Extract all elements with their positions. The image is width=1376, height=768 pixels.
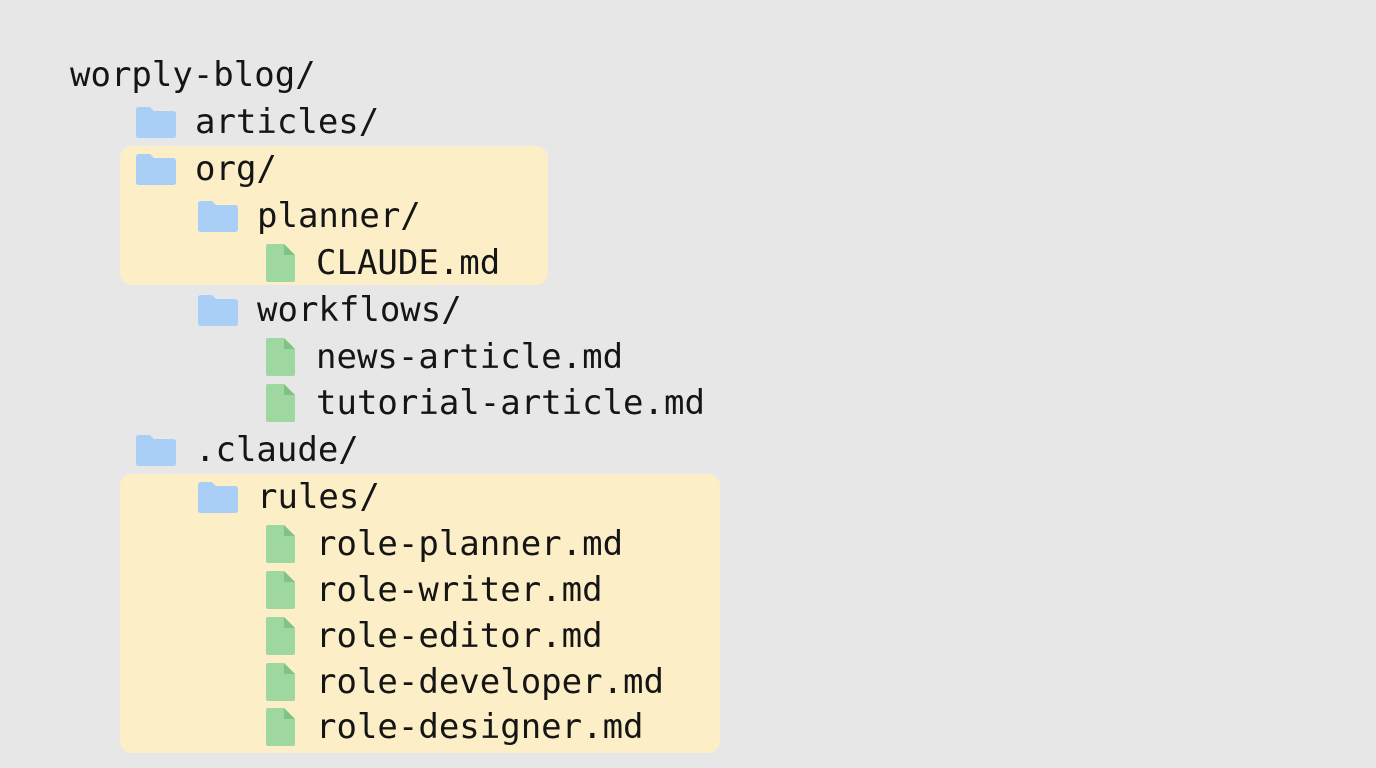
dot-claude-folder-label: .claude/ xyxy=(195,430,359,470)
file-icon xyxy=(264,570,296,610)
file-icon xyxy=(264,383,296,423)
highlight-org-planner xyxy=(120,146,548,285)
file-icon xyxy=(264,616,296,656)
highlight-claude-rules xyxy=(120,474,720,753)
tree-item-articles: articles/ xyxy=(134,99,379,145)
role-writer-label: role-writer.md xyxy=(316,570,603,610)
planner-folder-label: planner/ xyxy=(257,196,421,236)
tree-item-role-editor: role-editor.md xyxy=(264,613,603,659)
root-folder-label: worply-blog/ xyxy=(70,55,316,95)
articles-folder-label: articles/ xyxy=(195,102,380,142)
tree-item-planner: planner/ xyxy=(196,193,421,239)
file-icon xyxy=(264,707,296,747)
tree-item-role-designer: role-designer.md xyxy=(264,704,644,750)
folder-icon xyxy=(196,293,240,327)
file-icon xyxy=(264,662,296,702)
tree-root: worply-blog/ xyxy=(70,52,316,98)
file-icon xyxy=(264,337,296,377)
tree-item-workflows: workflows/ xyxy=(196,287,462,333)
role-editor-label: role-editor.md xyxy=(316,616,603,656)
file-icon xyxy=(264,524,296,564)
news-article-label: news-article.md xyxy=(316,337,624,377)
rules-folder-label: rules/ xyxy=(257,477,380,517)
tree-item-role-planner: role-planner.md xyxy=(264,521,623,567)
role-planner-label: role-planner.md xyxy=(316,524,624,564)
folder-icon xyxy=(134,152,178,186)
tree-item-role-writer: role-writer.md xyxy=(264,567,603,613)
tutorial-article-label: tutorial-article.md xyxy=(316,383,705,423)
tree-item-news-article: news-article.md xyxy=(264,334,623,380)
claude-md-label: CLAUDE.md xyxy=(316,243,501,283)
folder-icon xyxy=(196,199,240,233)
folder-icon xyxy=(134,105,178,139)
file-icon xyxy=(264,243,296,283)
tree-item-rules: rules/ xyxy=(196,474,380,520)
org-folder-label: org/ xyxy=(195,149,277,189)
folder-icon xyxy=(134,433,178,467)
folder-icon xyxy=(196,480,240,514)
tree-item-tutorial-article: tutorial-article.md xyxy=(264,380,705,426)
role-developer-label: role-developer.md xyxy=(316,662,664,702)
tree-item-claude-md: CLAUDE.md xyxy=(264,240,500,286)
tree-item-dot-claude: .claude/ xyxy=(134,427,359,473)
role-designer-label: role-designer.md xyxy=(316,707,644,747)
workflows-folder-label: workflows/ xyxy=(257,290,462,330)
tree-item-org: org/ xyxy=(134,146,277,192)
tree-item-role-developer: role-developer.md xyxy=(264,659,664,705)
